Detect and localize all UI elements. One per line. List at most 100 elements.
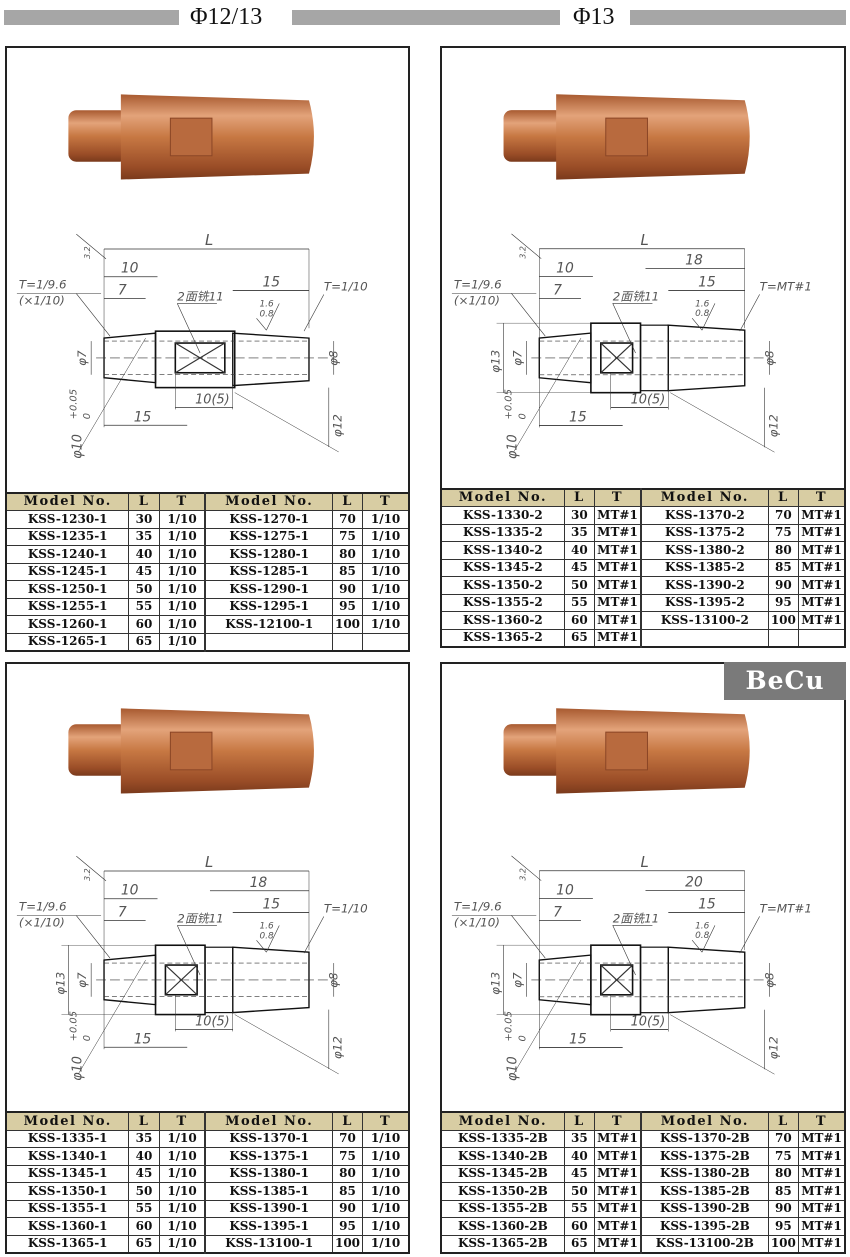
dim-rough: 3.2 [518,868,527,881]
taper-cell: MT#1 [798,523,846,542]
milled-flat [605,117,648,157]
model-number-cell: KSS-1380-2B [639,1164,769,1183]
dim-rough: 3.2 [83,246,92,259]
dim-t_left2: (×1/10) [454,293,500,307]
dim-d18: 18 [250,875,268,891]
length-cell [331,632,364,652]
length-cell: 80 [767,1164,800,1183]
model-number-cell: KSS-12100-1 [204,615,333,634]
section-title-left: Φ12/13 [190,4,263,30]
technical-drawing: L10718152面铣111.60.83.2T=1/9.6(×1/10)T=1/… [16,853,368,1081]
model-number-cell: KSS-1385-1 [204,1182,333,1201]
model-number-cell: KSS-1350-2 [440,576,565,595]
length-cell: 85 [767,1182,800,1201]
model-number-cell: KSS-13100-2B [639,1234,769,1254]
dim-d7: 7 [118,905,127,921]
taper-cell: 1/10 [362,615,410,634]
dim-t_left2: (×1/10) [454,915,500,929]
column-header: Model No. [639,488,769,507]
dim-d18: 18 [685,253,703,269]
dim-ra2: 0.8 [259,931,273,941]
length-cell: 95 [331,1217,364,1236]
dim-ra1: 1.6 [695,299,710,309]
model-number-cell: KSS-1250-1 [5,580,130,599]
dim-d15a: 15 [569,1031,587,1047]
electrode-tip [68,724,128,776]
dim-d105: 10(5) [195,1014,230,1029]
length-cell: 65 [128,632,160,652]
milled-flat [169,117,213,157]
model-number-cell: KSS-1360-2 [440,611,565,630]
length-cell [767,628,800,648]
technical-drawing: L10718152面铣111.60.83.2T=1/9.6(×1/10)T=MT… [451,231,812,459]
model-number-cell: KSS-1350-2B [440,1182,565,1201]
taper-cell: MT#1 [798,541,846,560]
electrode-photo [68,708,314,794]
model-number-cell: KSS-1395-2B [639,1217,769,1236]
model-number-cell: KSS-1290-1 [204,580,333,599]
model-number-cell: KSS-1335-1 [5,1129,130,1148]
taper-cell [798,628,846,648]
taper-cell: 1/10 [362,1234,410,1254]
model-number-cell: KSS-1370-2B [639,1129,769,1148]
electrode-tip [503,724,564,776]
model-number-cell [204,632,333,652]
length-cell: 40 [128,545,160,564]
taper-cell: MT#1 [798,1217,846,1236]
dim-phi8: φ8 [763,350,777,366]
model-number-cell: KSS-1390-2B [639,1199,769,1218]
model-number-cell: KSS-1285-1 [204,562,333,581]
length-cell: 50 [128,1182,160,1201]
milled-flat [605,731,648,771]
model-number-cell: KSS-1335-2 [440,523,565,542]
milled-flat-symbol [600,964,634,996]
length-cell: 85 [331,1182,364,1201]
taper-cell: MT#1 [594,576,642,595]
dim-ra2: 0.8 [695,309,710,319]
model-number-cell: KSS-1395-1 [204,1217,333,1236]
length-cell: 45 [128,1164,160,1183]
milled-flat-symbol [164,964,198,996]
length-cell: 70 [331,510,364,529]
length-cell: 100 [767,611,800,630]
model-number-cell: KSS-1395-2 [639,593,769,612]
dim-mill: 2面铣11 [613,289,660,303]
taper-cell: 1/10 [158,1147,206,1166]
electrode-photo [503,94,750,180]
length-cell: 80 [331,545,364,564]
length-cell: 30 [563,506,596,525]
column-header: L [563,1111,596,1131]
model-number-cell: KSS-1380-2 [639,541,769,560]
model-number-cell: KSS-1370-1 [204,1129,333,1148]
milled-flat [169,731,213,771]
length-cell: 100 [331,1234,364,1254]
taper-cell: 1/10 [158,562,206,581]
length-cell: 40 [128,1147,160,1166]
dim-phi7: φ7 [75,350,89,366]
electrode-photo [503,708,750,794]
model-number-cell: KSS-1385-2B [639,1182,769,1201]
model-number-cell: KSS-1385-2 [639,558,769,577]
dim-phi10: φ10 [70,1056,85,1081]
dim-phi8: φ8 [327,350,341,366]
column-header: L [331,492,364,511]
taper-cell: MT#1 [798,506,846,525]
model-number-cell: KSS-1350-1 [5,1182,130,1201]
dim-L: L [205,853,213,871]
dim-tol_lo: 0 [82,413,93,419]
length-cell: 50 [128,580,160,599]
length-cell: 100 [767,1234,800,1254]
model-number-cell: KSS-1340-2B [440,1147,565,1166]
